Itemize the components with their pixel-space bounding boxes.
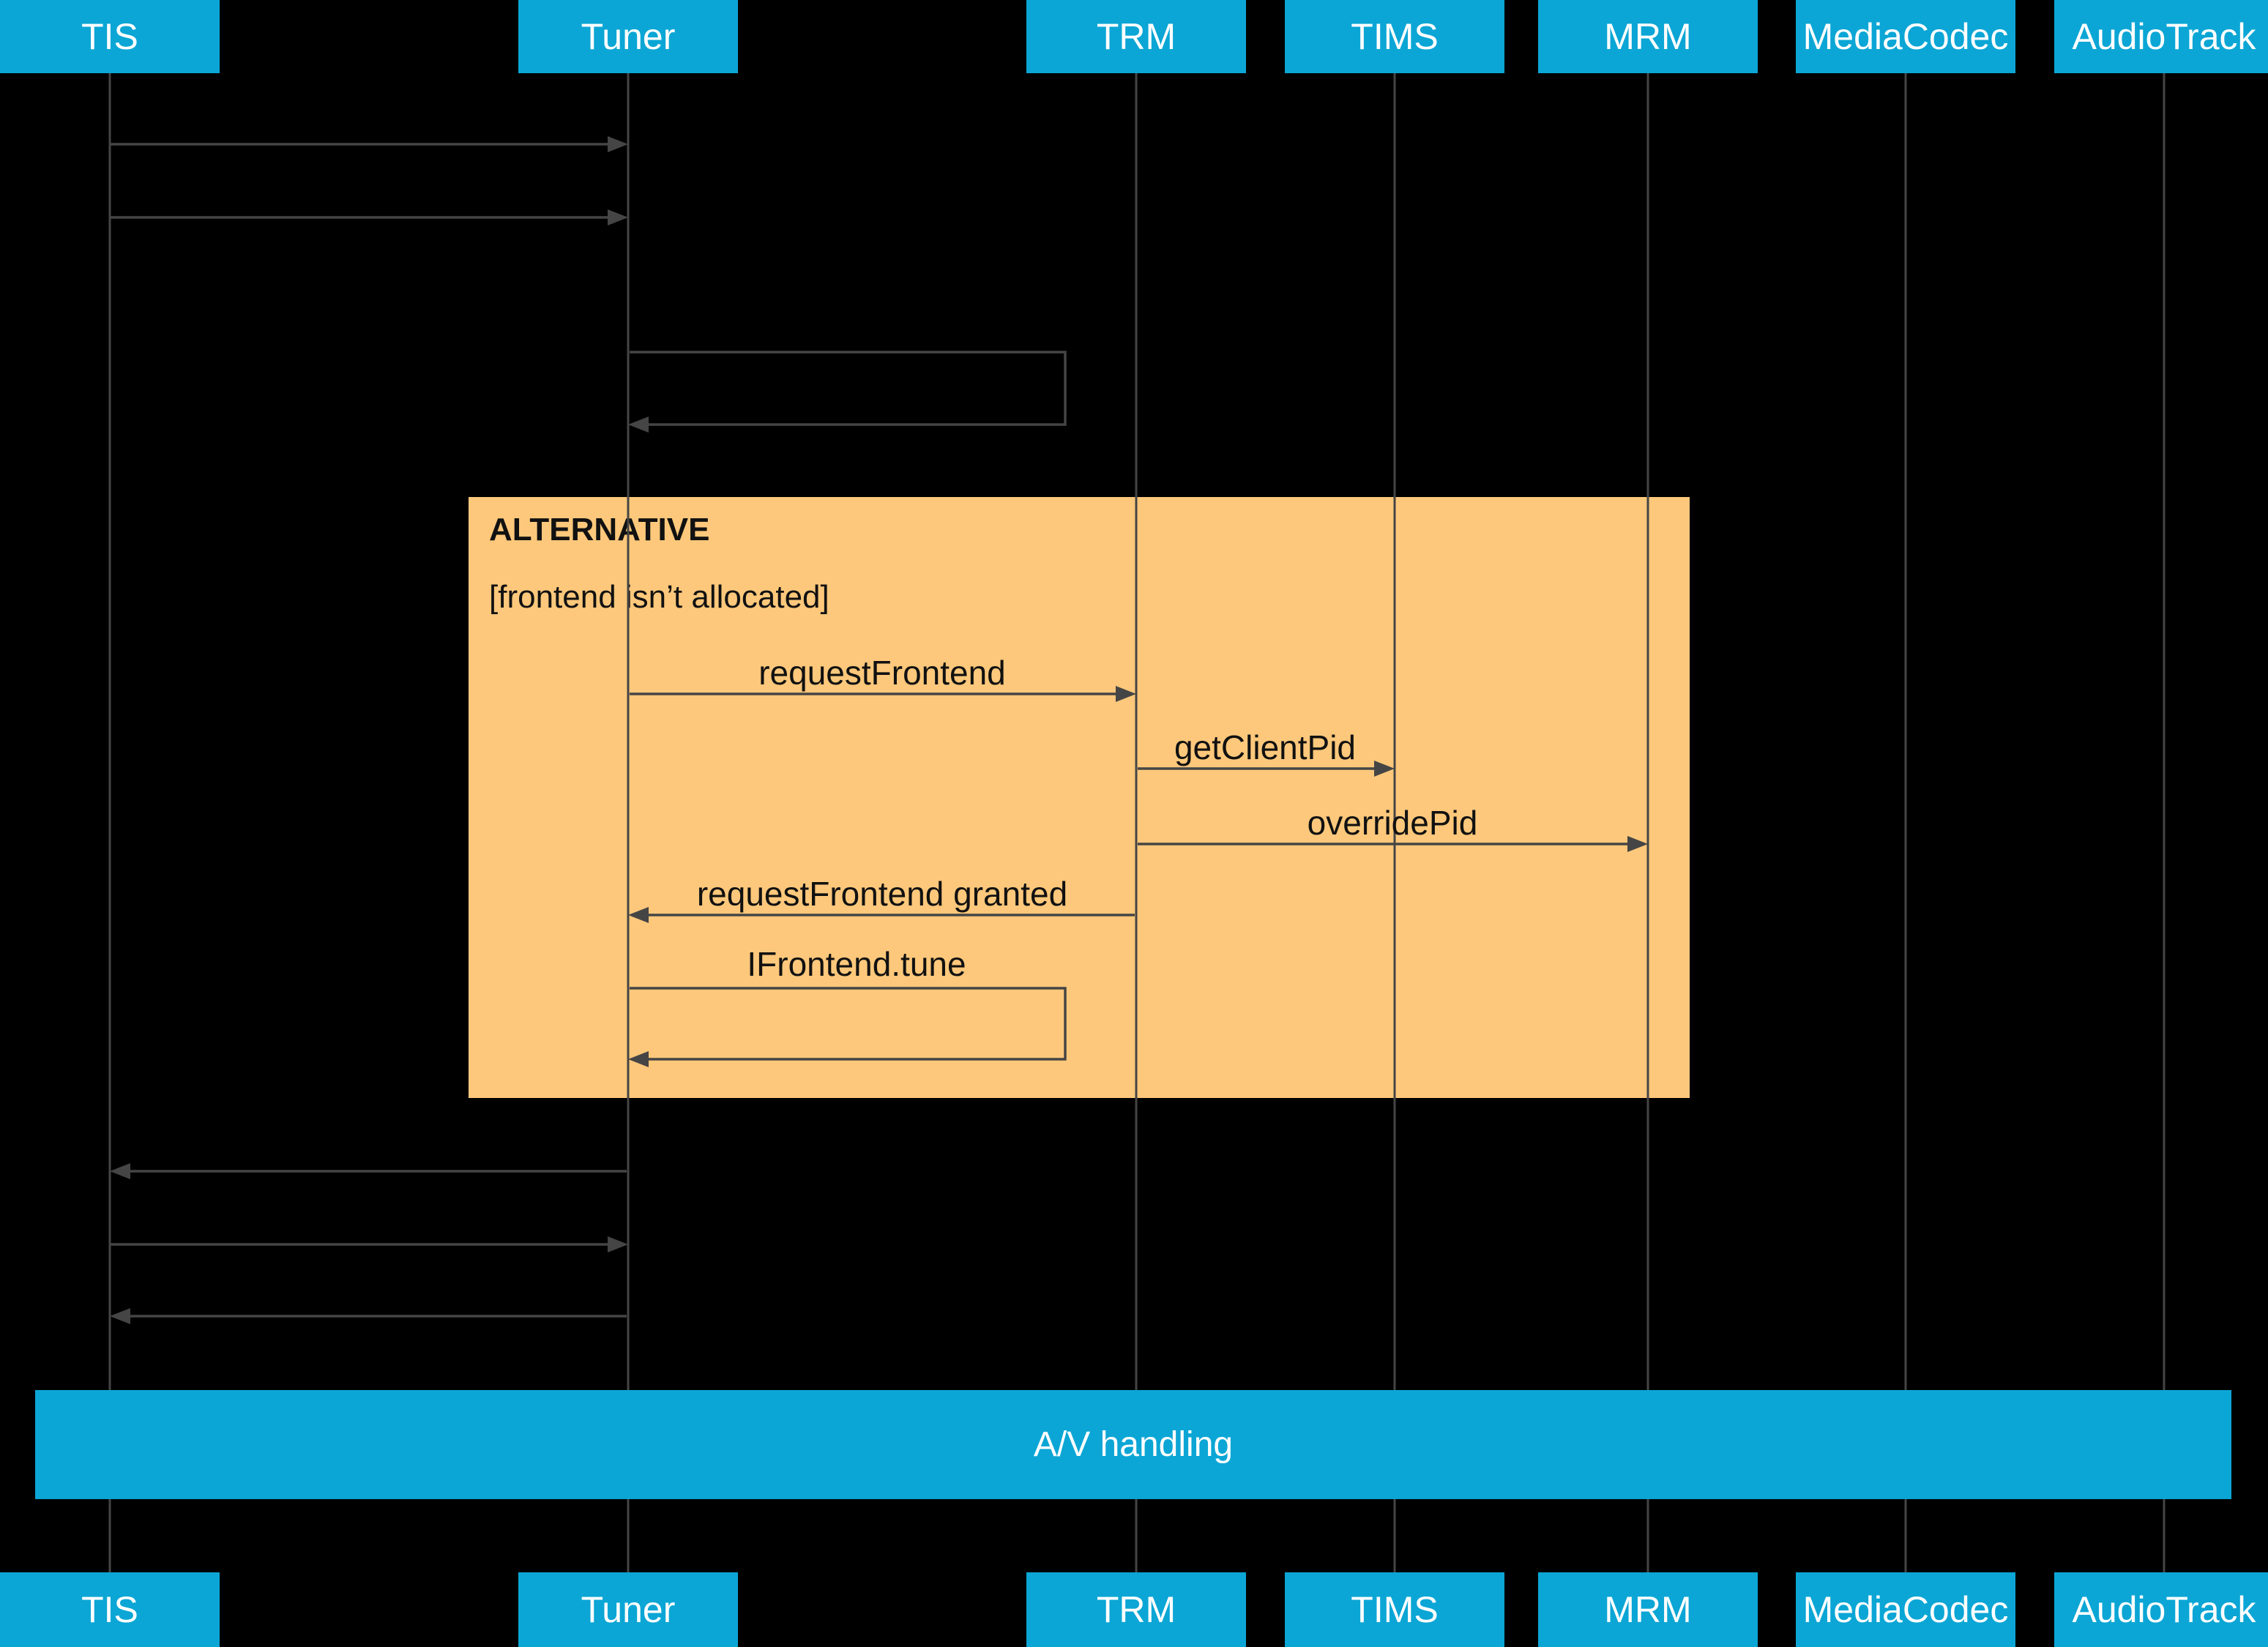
av-handling-label: A/V handling: [1033, 1425, 1234, 1464]
arrow-request-frontend: [630, 686, 1136, 702]
alt-fragment-condition: [frontend isn’t allocated]: [489, 579, 829, 615]
participant-bottom-audiotrack: AudioTrack: [2054, 1572, 2268, 1647]
alt-fragment: ALTERNATIVE [frontend isn’t allocated]: [469, 497, 1690, 1098]
participant-label: AudioTrack: [2072, 16, 2256, 57]
message-label-ifrontend-tune: IFrontend.tune: [747, 945, 966, 983]
participant-label: TIMS: [1351, 1589, 1439, 1630]
participant-top-trm: TRM: [1026, 0, 1246, 73]
participant-bottom-mediacodec: MediaCodec: [1796, 1572, 2015, 1647]
participant-bottom-tis: TIS: [0, 1572, 220, 1647]
arrow-request-frontend-granted: [628, 907, 1135, 923]
message-label-request-frontend-granted: requestFrontend granted: [696, 875, 1068, 913]
participant-top-mrm: MRM: [1538, 0, 1758, 73]
participant-top-mediacodec: MediaCodec: [1796, 0, 2015, 73]
participant-bottom-tims: TIMS: [1285, 1572, 1504, 1647]
participant-label: Tuner: [581, 1589, 676, 1630]
participant-bottom-tuner: Tuner: [518, 1572, 738, 1647]
self-message-ifrontend-tune: [628, 987, 1067, 1067]
participant-label: AudioTrack: [2072, 1589, 2256, 1630]
participant-top-tis: TIS: [0, 0, 220, 73]
participant-label: MediaCodec: [1802, 1589, 2009, 1630]
participant-label: TIS: [81, 1589, 138, 1630]
arrow-tuner-to-tis-2: [110, 1308, 627, 1324]
participant-label: TIMS: [1351, 16, 1439, 57]
self-message-tuner-1: [628, 351, 1067, 433]
participant-top-audiotrack: AudioTrack: [2054, 0, 2268, 73]
arrow-tuner-to-tis-1: [110, 1163, 627, 1179]
arrow-tis-to-tuner-1: [111, 136, 628, 152]
arrow-tis-to-tuner-2: [111, 209, 628, 225]
message-label-override-pid: overridePid: [1307, 804, 1478, 842]
alt-fragment-title: ALTERNATIVE: [489, 512, 710, 548]
participant-top-tuner: Tuner: [518, 0, 738, 73]
arrow-tis-to-tuner-3: [111, 1236, 628, 1252]
message-label-request-frontend: requestFrontend: [758, 654, 1006, 692]
participant-bottom-mrm: MRM: [1538, 1572, 1758, 1647]
message-label-get-client-pid: getClientPid: [1174, 728, 1357, 766]
participant-label: MRM: [1604, 16, 1692, 57]
participant-label: TRM: [1096, 1589, 1176, 1630]
participant-label: TRM: [1096, 16, 1176, 57]
participant-label: MediaCodec: [1802, 16, 2009, 57]
arrow-override-pid: [1138, 836, 1648, 852]
arrow-get-client-pid: [1138, 761, 1395, 777]
participant-top-tims: TIMS: [1285, 0, 1504, 73]
participant-label: Tuner: [581, 16, 676, 57]
participant-label: TIS: [81, 16, 138, 57]
av-handling-bar: A/V handling: [35, 1390, 2231, 1499]
participant-bottom-trm: TRM: [1026, 1572, 1246, 1647]
participant-label: MRM: [1604, 1589, 1692, 1630]
